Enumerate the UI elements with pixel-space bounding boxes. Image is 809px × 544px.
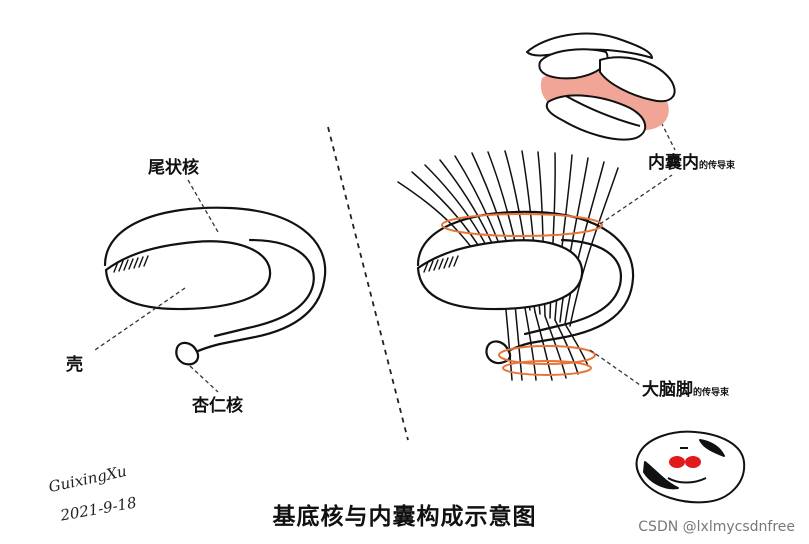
red-nucleus-left <box>669 456 685 468</box>
putamen-outline-right <box>418 240 582 309</box>
label-caudate: 尾状核 <box>148 160 199 177</box>
label-putamen: 壳 <box>66 357 83 374</box>
leader-internal-capsule <box>600 175 672 224</box>
putamen-outline <box>106 241 270 309</box>
left-basal-ganglia-drawing <box>105 208 325 365</box>
leader-lines-right <box>590 110 675 385</box>
red-nucleus-right <box>685 456 701 468</box>
label-internal-capsule-suffix: 的传导束 <box>699 161 735 171</box>
leader-cerebral-peduncle <box>590 350 640 385</box>
label-cerebral-peduncle-suffix: 的传导束 <box>693 388 729 398</box>
label-cerebral-peduncle-main: 大脑脚 <box>642 380 693 400</box>
leader-caudate <box>188 180 218 232</box>
label-amygdala: 杏仁核 <box>192 398 243 415</box>
label-internal-capsule-main: 内囊内 <box>648 153 699 173</box>
brainstem-section-inset <box>637 432 745 503</box>
right-internal-capsule-drawing <box>398 151 633 380</box>
center-divider <box>328 127 408 440</box>
watermark: CSDN @lxlmycsdnfree <box>638 519 795 535</box>
upper-brain-section-inset <box>527 34 675 140</box>
label-internal-capsule: 内囊内的传导束 <box>648 155 735 172</box>
label-cerebral-peduncle: 大脑脚的传导束 <box>642 382 729 399</box>
leader-amygdala <box>190 366 218 392</box>
amygdala-outline <box>176 343 198 364</box>
